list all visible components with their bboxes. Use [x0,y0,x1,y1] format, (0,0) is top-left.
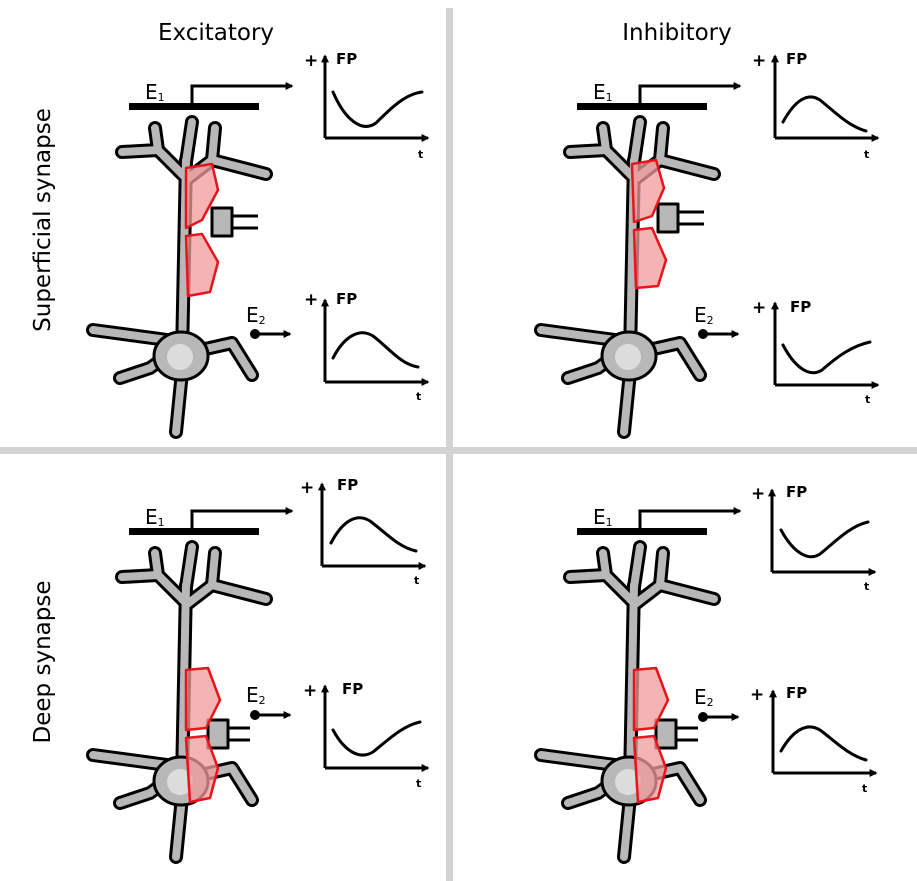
fp-plot-e1: + FP t [304,50,428,161]
electrode-e2-label: E2 [246,683,266,707]
electrode-e1-label: E1 [593,505,613,529]
panel-superficial-excitatory: E1 E2 + FP t + FP t [93,50,428,432]
fp-plus: + [304,290,318,310]
fp-plus: + [304,51,318,71]
time-axis-label: t [414,574,419,587]
synapse-terminal [656,720,698,748]
electrode-e2-label: E2 [694,303,714,327]
time-axis-label: t [416,390,421,403]
time-axis-label: t [416,777,421,790]
neuron [93,547,266,857]
electrode-e1: E1 [129,505,292,535]
fp-trace [333,722,420,755]
fp-trace [333,92,422,126]
current-loop-lower [186,234,218,296]
fp-plot-e2: + FP t [752,298,878,406]
electrode-e2-label: E2 [694,685,714,709]
electrode-e2-label: E2 [246,303,266,327]
horizontal-divider [0,447,917,454]
vertical-divider [446,8,453,881]
fp-trace [333,333,418,367]
fp-plus: + [752,298,766,318]
fp-axis-label: FP [336,50,357,68]
current-loop-lower [634,228,666,288]
fp-plus: + [751,484,765,504]
soma-nucleus [167,344,193,370]
row-title-superficial: Superficial synapse [30,108,56,332]
fp-axis-label: FP [336,290,357,308]
synapse-terminal [658,204,704,232]
neuron [541,547,714,857]
fp-axis-label: FP [337,476,358,494]
panel-deep-excitatory: E1 E2 + FP t + FP t [93,476,428,857]
synapse-terminal [208,720,250,748]
fp-plot-e2: + FP t [750,684,876,795]
time-axis-label: t [864,580,869,593]
fp-plus: + [752,51,766,71]
synapse-terminal [212,208,258,236]
fp-axis-label: FP [786,684,807,702]
electrode-e1-label: E1 [145,505,165,529]
row-title-deep: Deep synapse [30,581,56,744]
panel-superficial-inhibitory: E1 E2 + FP t + FP t [541,50,878,432]
electrode-e2: E2 [246,303,290,339]
fp-plot-e1: + FP t [752,50,878,161]
electrode-e1: E1 [577,80,740,110]
fp-axis-label: FP [786,483,807,501]
time-axis-label: t [418,148,423,161]
electrode-e1: E1 [129,80,292,110]
fp-trace [331,518,416,551]
neuron [93,122,266,432]
soma-nucleus [615,344,641,370]
electrode-e2: E2 [694,303,738,339]
panel-deep-inhibitory: E1 E2 + FP t + FP t [541,483,876,857]
fp-axis-label: FP [786,50,807,68]
fp-plus: + [750,685,764,705]
fp-plus: + [300,478,314,498]
fp-axis-label: FP [342,680,363,698]
time-axis-label: t [864,148,869,161]
fp-trace [783,97,866,131]
fp-plot-e2: + FP t [303,680,428,790]
fp-plot-e1: + FP t [751,483,875,593]
time-axis-label: t [862,782,867,795]
neuron [541,122,714,432]
electrode-e2: E2 [694,685,738,722]
fp-trace [783,342,870,373]
electrode-e1: E1 [577,505,740,535]
fp-plot-e1: + FP t [300,476,425,587]
column-title-excitatory: Excitatory [158,20,274,46]
fp-trace [781,522,868,557]
electrode-e1-label: E1 [145,80,165,104]
fp-plus: + [303,681,317,701]
fp-trace [781,727,866,760]
time-axis-label: t [865,393,870,406]
fp-axis-label: FP [790,298,811,316]
electrode-e1-label: E1 [593,80,613,104]
fp-plot-e2: + FP t [304,290,428,403]
electrode-e2: E2 [246,683,290,720]
column-title-inhibitory: Inhibitory [622,20,731,46]
